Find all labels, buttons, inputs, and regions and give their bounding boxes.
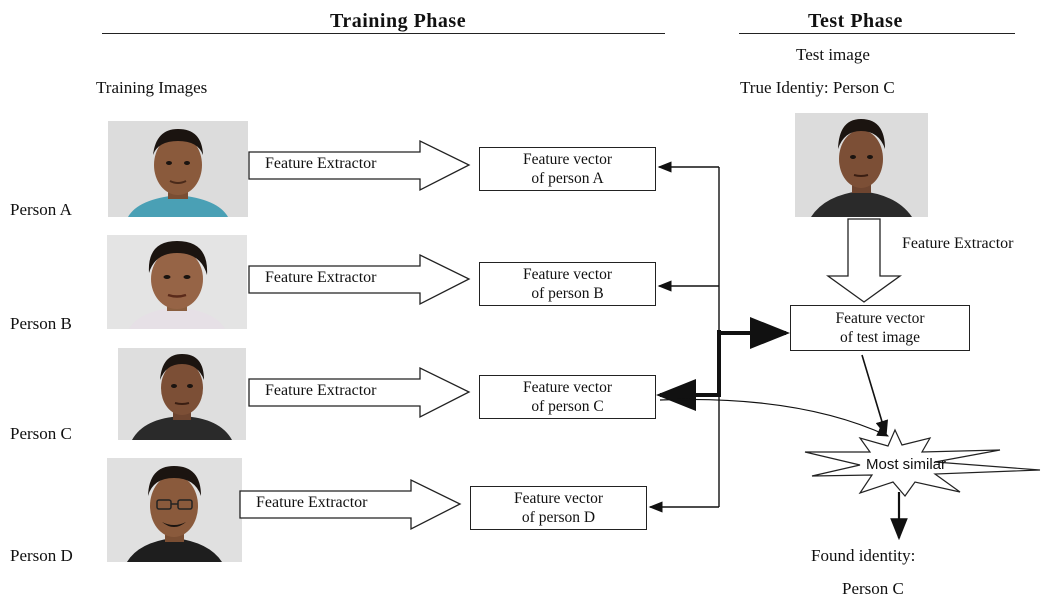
most-similar-label: Most similar (866, 456, 947, 473)
person-d-photo (107, 458, 242, 562)
feature-vector-test: Feature vector of test image (790, 305, 970, 351)
feature-vector-c: Feature vector of person C (479, 375, 656, 419)
training-phase-rule (102, 33, 665, 34)
feature-vector-d-line2: of person D (521, 509, 596, 526)
feature-vector-test-line2: of test image (839, 329, 921, 346)
extractor-arrow-d (239, 478, 462, 531)
feature-vector-test-line1: Feature vector (835, 310, 925, 327)
c-to-similar-arrow (659, 398, 890, 437)
found-identity-value: Person C (842, 579, 904, 598)
training-phase-heading: Training Phase (330, 10, 467, 32)
feature-vector-d: Feature vector of person D (470, 486, 647, 530)
person-d-label: Person D (10, 546, 73, 565)
extractor-arrow-b (248, 253, 471, 306)
extractor-arrow-a (248, 139, 471, 192)
extractor-label-c: Feature Extractor (265, 382, 377, 399)
found-identity-label: Found identity: (811, 546, 916, 565)
test-image-label: Test image (796, 45, 870, 64)
extractor-arrow-test (825, 218, 903, 303)
feature-vector-a-line2: of person A (531, 170, 604, 187)
extractor-label-a: Feature Extractor (265, 155, 377, 172)
person-b-photo (107, 235, 247, 329)
feature-vector-b-line2: of person B (531, 285, 604, 302)
feature-vector-c-line2: of person C (531, 398, 604, 415)
extractor-label-test: Feature Extractor (902, 235, 1014, 252)
person-b-label: Person B (10, 314, 72, 333)
most-similar-star (804, 428, 1041, 497)
feature-vector-b: Feature vector of person B (479, 262, 656, 306)
extractor-label-d: Feature Extractor (256, 494, 368, 511)
feature-vector-d-line1: Feature vector (513, 490, 604, 507)
feature-vector-c-line1: Feature vector (522, 379, 613, 396)
true-identity-label: True Identiy: Person C (740, 78, 895, 97)
person-c-label: Person C (10, 424, 72, 443)
test-phase-heading: Test Phase (808, 10, 903, 32)
person-c-photo (118, 348, 246, 440)
feature-vector-a-line1: Feature vector (522, 151, 613, 168)
person-a-label: Person A (10, 200, 72, 219)
person-a-photo (108, 121, 248, 217)
training-images-label: Training Images (96, 78, 208, 97)
test-photo (795, 113, 928, 217)
test-phase-rule (739, 33, 1015, 34)
test-to-similar-arrow (861, 354, 888, 437)
match-path (656, 330, 721, 411)
extractor-label-b: Feature Extractor (265, 269, 377, 286)
feature-vector-b-line1: Feature vector (522, 266, 613, 283)
feature-vector-a: Feature vector of person A (479, 147, 656, 191)
extractor-arrow-c (248, 366, 471, 419)
